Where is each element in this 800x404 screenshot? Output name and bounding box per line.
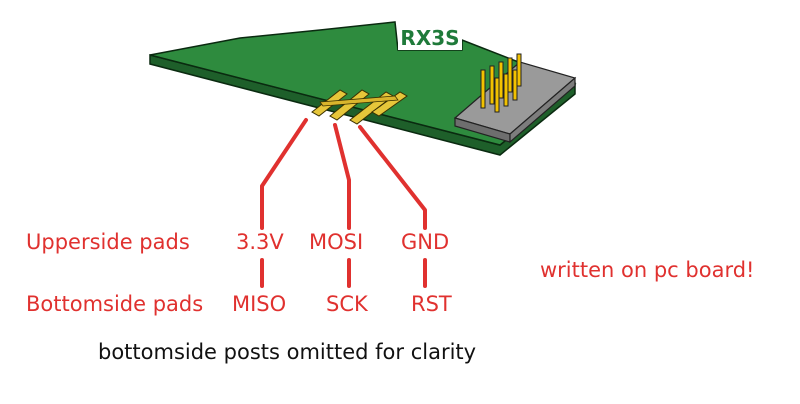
leader-line-1: [260, 118, 308, 230]
header-pins: [480, 53, 522, 113]
header-pin: [507, 57, 513, 93]
pads: [311, 89, 408, 125]
leader-line-2: [333, 123, 351, 230]
bottom-pads-label: Bottomside pads: [26, 292, 204, 316]
header-pin: [494, 77, 500, 113]
upper-pads-label: Upperside pads: [26, 230, 190, 254]
pin-header: [453, 53, 577, 144]
pin-label-miso: MISO: [232, 292, 287, 316]
pin-label-gnd: GND: [401, 230, 450, 254]
pad-2: [329, 89, 370, 121]
pad-trace: [319, 95, 399, 107]
pin-label-rst: RST: [411, 292, 452, 316]
leader-line-3: [358, 125, 427, 230]
board-label: RX3S: [400, 26, 460, 50]
header-pin: [516, 53, 522, 87]
written-on-board-note: written on pc board!: [540, 258, 755, 282]
omitted-note: bottomside posts omitted for clarity: [98, 340, 477, 364]
header-end: [509, 76, 576, 144]
header-pin: [503, 73, 509, 107]
board-label-area: [398, 26, 462, 50]
header-pin: [480, 69, 486, 109]
leader-lines: [260, 118, 427, 288]
pin-label-mosi: MOSI: [309, 230, 364, 254]
header-pin: [512, 69, 518, 101]
header-pin: [489, 65, 495, 105]
header-pin: [498, 61, 504, 99]
pin-label-sck: SCK: [326, 292, 368, 316]
pin-label-3v3: 3.3V: [236, 230, 284, 254]
